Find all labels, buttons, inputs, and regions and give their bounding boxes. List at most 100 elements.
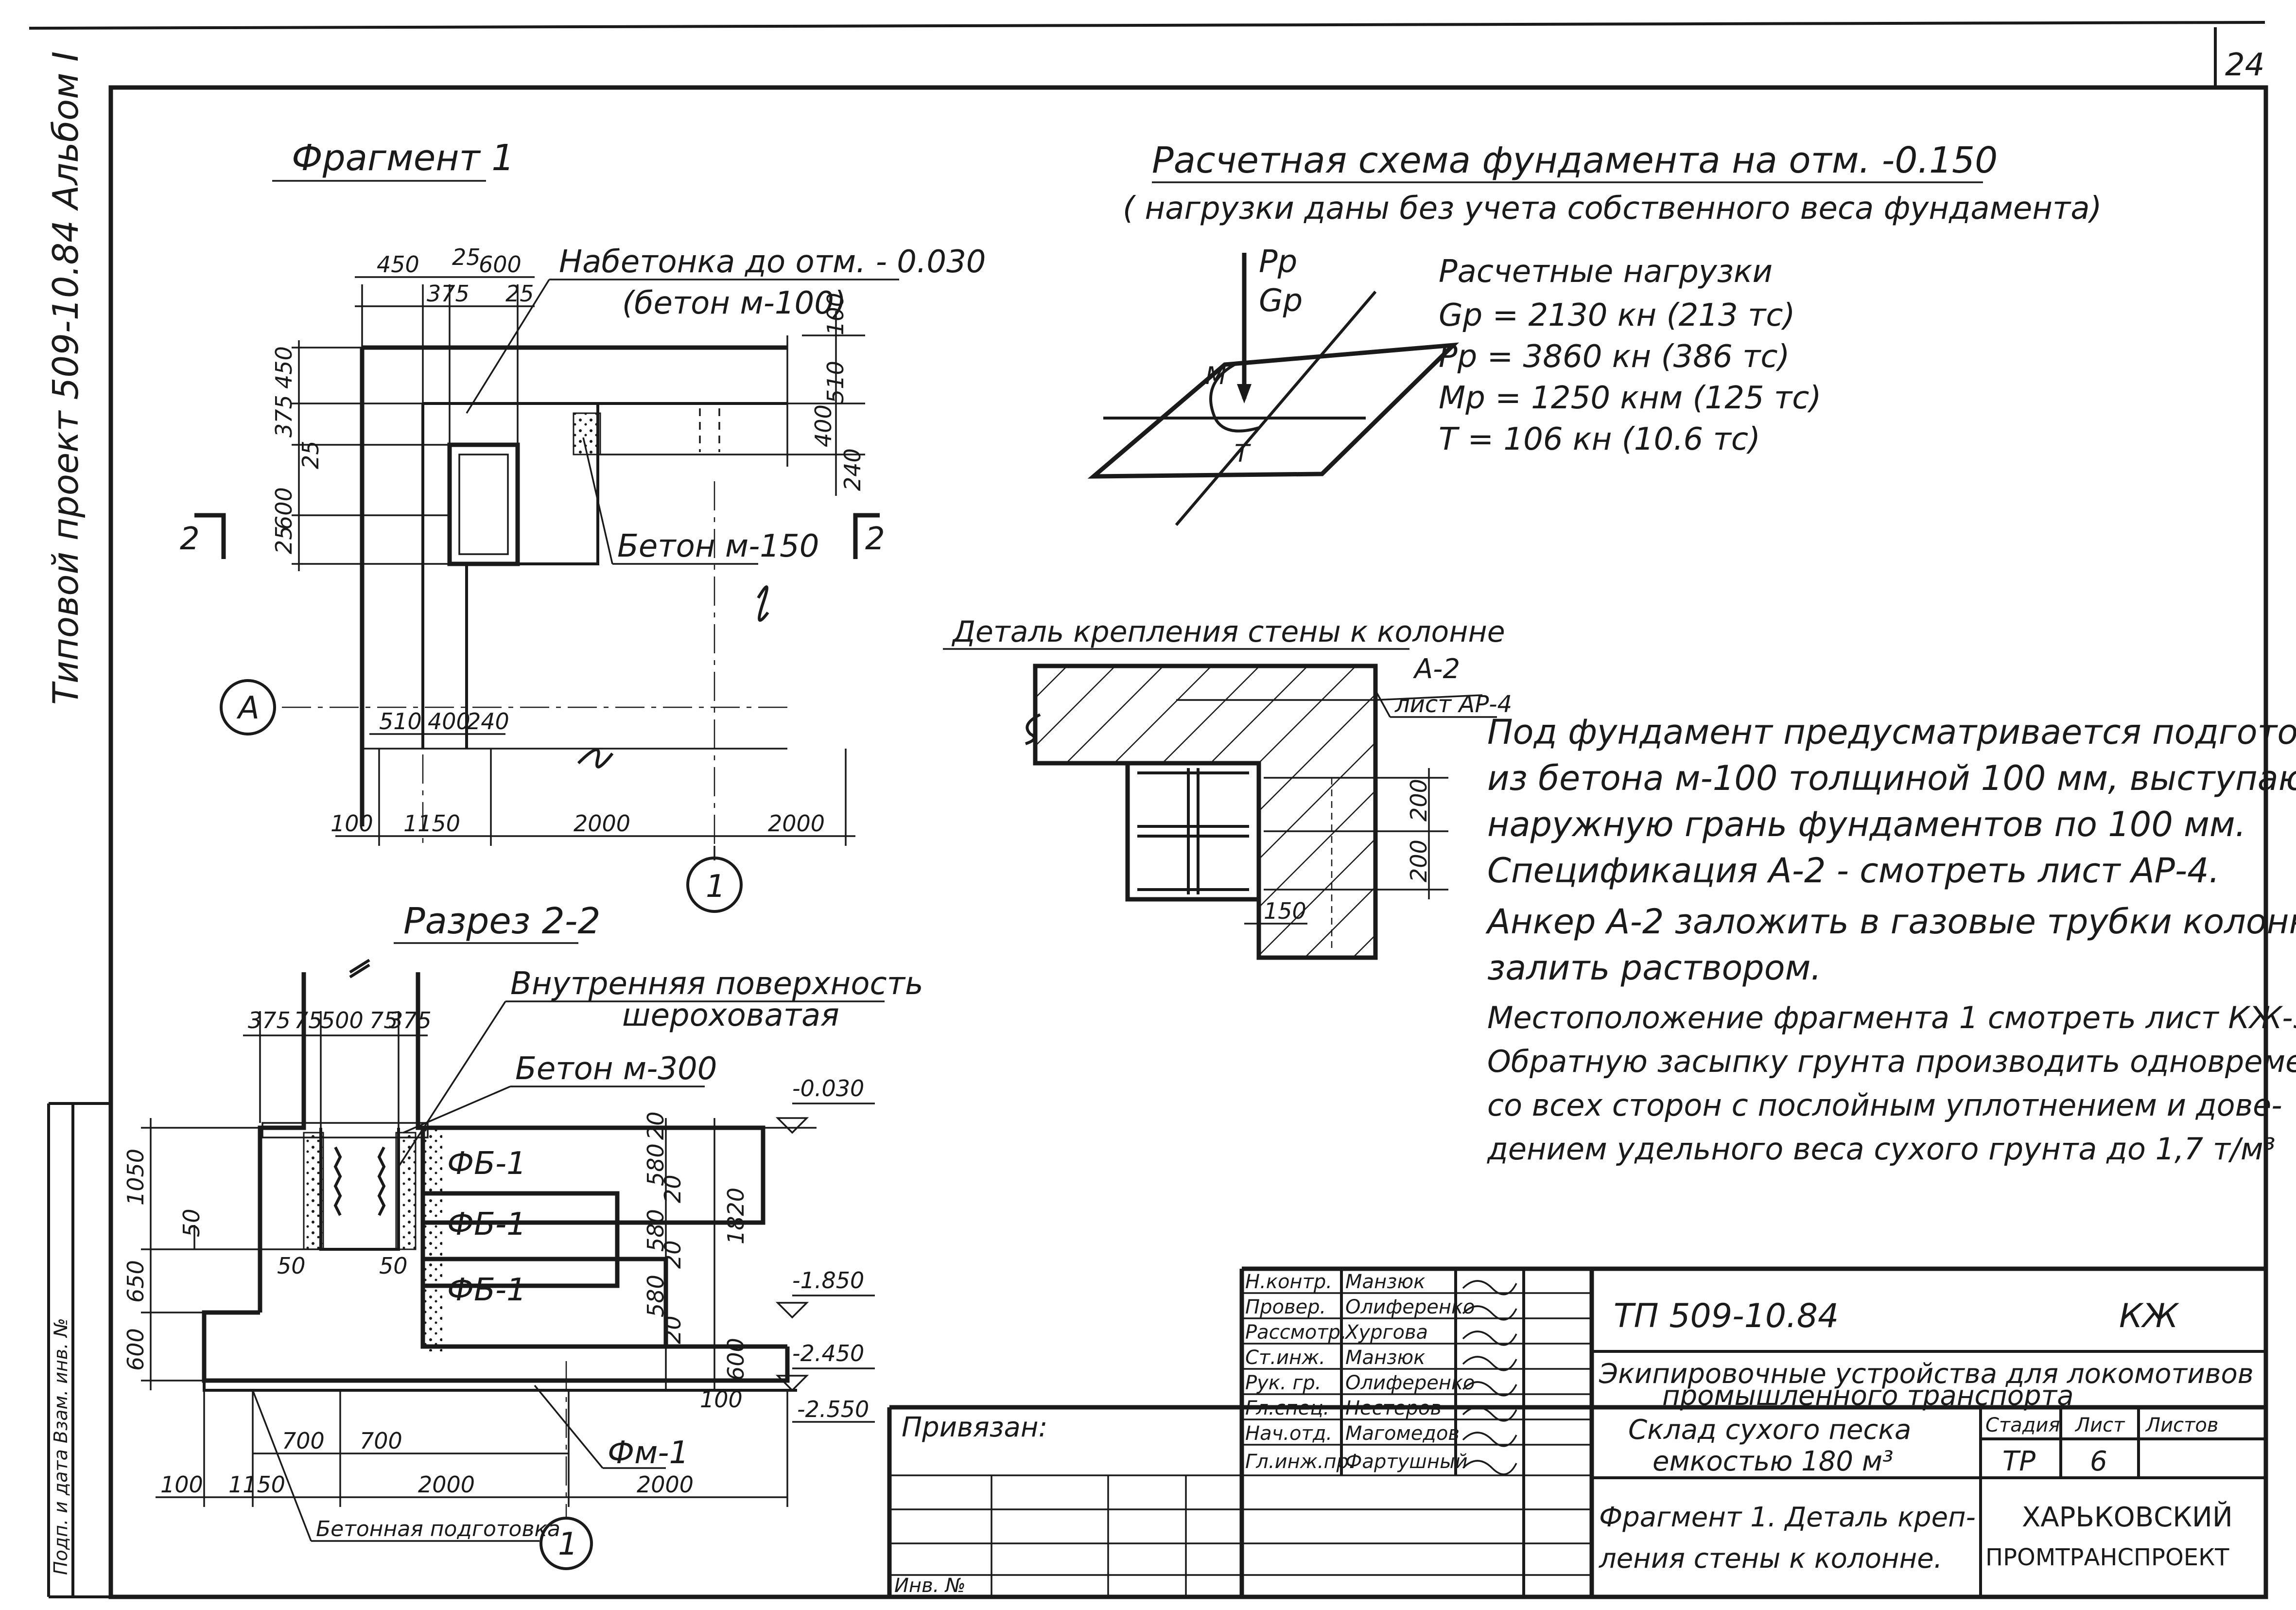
section22-dim-top-2: 500 xyxy=(321,1007,364,1033)
fragment1-label-beton150: Бетон м-150 xyxy=(617,528,819,564)
fragment1-dim-inner-0: 510 xyxy=(379,708,422,735)
fragment1-dim-top-0: 450 xyxy=(377,251,419,278)
tb-object-2: емкостью 180 м³ xyxy=(1652,1446,1894,1477)
section22-dim-top-3: 75 xyxy=(369,1007,398,1033)
tb-privyazan: Привязан: xyxy=(902,1412,1047,1443)
note-line-6: Местоположение фрагмента 1 смотреть лист… xyxy=(1487,1000,2296,1035)
section22-dim-bottom-3: 700 xyxy=(360,1428,402,1454)
scheme-title: Расчетная схема фундамента на отм. -0.15… xyxy=(1152,140,1998,181)
tb-head-sheet: Лист xyxy=(2074,1414,2125,1436)
section22-label-prep: Бетонная подготовка xyxy=(316,1517,560,1541)
section22-view: Разрез 2-2 ФБ-1 ФБ-1 ФБ-1 Внутренняя пов… xyxy=(122,900,923,1570)
section22-dim-left-2: 600 xyxy=(122,1328,149,1371)
tb-sheet: 6 xyxy=(2090,1446,2107,1477)
scheme-load-0: Gp = 2130 кн (213 тс) xyxy=(1439,298,1795,333)
section22-dim-right-6: 20 xyxy=(660,1315,686,1344)
section22-dim-bottom-1: 1150 xyxy=(228,1471,285,1498)
fragment1-label-naberonka: Набетонка до отм. - 0.030 xyxy=(559,244,986,280)
section22-dim-bottom-4: 2000 xyxy=(418,1471,475,1498)
fragment1-dim-top-1: 25 xyxy=(452,244,481,270)
tb-name-4: Олиференко xyxy=(1345,1372,1475,1394)
note-line-3: Спецификация А-2 - смотреть лист АР-4. xyxy=(1487,851,2220,891)
section22-dim-top-0: 375 xyxy=(248,1007,291,1033)
section22-dim-top-1: 75 xyxy=(294,1007,323,1033)
tb-drawing-1: Фрагмент 1. Деталь креп- xyxy=(1599,1502,1976,1533)
scheme-sym-P: Pp xyxy=(1259,244,1297,280)
fragment1-section-left: 2 xyxy=(180,521,200,557)
fragment1-dim-left-4: 25 xyxy=(271,525,297,554)
tb-head-stage: Стадия xyxy=(1985,1414,2060,1436)
tb-name-6: Магомедов xyxy=(1345,1422,1460,1445)
scheme-load-2: Mp = 1250 кнм (125 тс) xyxy=(1439,380,1821,416)
fragment1-axis-A: А xyxy=(236,690,260,726)
tb-signature-marks xyxy=(1462,1280,1517,1475)
fragment1-title: Фрагмент 1 xyxy=(292,137,514,179)
fragment1-dim-inner-1: 400 xyxy=(428,708,470,735)
tb-mark: КЖ xyxy=(2119,1297,2179,1335)
tb-role-2: Рассмотр. xyxy=(1245,1321,1347,1344)
section22-dim-right-4: 20 xyxy=(660,1240,686,1269)
section22-dim-right-1: 580 xyxy=(643,1143,669,1186)
section22-dim-right-2: 20 xyxy=(660,1174,686,1203)
tb-project-code: ТП 509-10.84 xyxy=(1614,1297,1839,1335)
tb-object-1: Склад сухого песка xyxy=(1628,1414,1911,1446)
section22-axis-1: 1 xyxy=(558,1526,578,1562)
tb-role-1: Провер. xyxy=(1245,1296,1326,1318)
tb-inv: Инв. № xyxy=(894,1575,966,1597)
note-line-7: Обратную засыпку грунта производить одно… xyxy=(1487,1044,2296,1079)
section22-dim-small-1: 50 xyxy=(277,1253,306,1279)
fragment1-dim-right-2: 400 xyxy=(810,404,836,447)
section22-dim-bottom-2: 700 xyxy=(282,1428,325,1454)
note-line-4: Анкер А-2 заложить в газовые трубки коло… xyxy=(1485,902,2296,942)
notes-block: Под фундамент предусматривается подготов… xyxy=(1485,712,2296,1167)
tb-head-sheets: Листов xyxy=(2145,1414,2218,1436)
scheme-sym-G: Gp xyxy=(1259,283,1303,319)
section22-level-0: -0.030 xyxy=(792,1075,864,1102)
fragment1-dim-bottom-3: 2000 xyxy=(768,810,825,837)
tb-name-5: Нестеров xyxy=(1345,1397,1442,1419)
section22-level-1: -1.850 xyxy=(792,1267,864,1294)
note-line-2: наружную грань фундаментов по 100 мм. xyxy=(1487,805,2246,844)
scheme-load-3: T = 106 кн (10.6 тс) xyxy=(1439,421,1760,457)
section22-dim-right-0: 20 xyxy=(643,1111,669,1140)
tb-role-4: Рук. гр. xyxy=(1245,1372,1322,1394)
section22-dim-small-0: 50 xyxy=(178,1208,205,1237)
note-line-9: дением удельного веса сухого грунта до 1… xyxy=(1487,1131,2276,1167)
note-line-5: залить раствором. xyxy=(1487,948,1822,988)
section22-dim-1820: 1820 xyxy=(723,1188,749,1244)
section22-label-fm: Фм-1 xyxy=(608,1435,689,1471)
fragment1-section-right: 2 xyxy=(865,521,885,557)
tb-drawing-2: ления стены к колонне. xyxy=(1599,1543,1942,1575)
tb-project-name-1: Экипировочные устройства для локомотивов xyxy=(1599,1358,2254,1390)
tb-role-7: Гл.инж.пр. xyxy=(1245,1451,1355,1473)
tb-role-0: Н.контр. xyxy=(1245,1271,1332,1293)
section22-dim-right-7: 600 xyxy=(723,1338,749,1381)
fragment1-label-beton100: (бетон м-100) xyxy=(622,285,846,321)
detail-dim-2: 150 xyxy=(1264,898,1306,924)
note-line-1: из бетона м-100 толщиной 100 мм, выступа… xyxy=(1487,758,2296,798)
tb-org-1: ХАРЬКОВСКИЙ xyxy=(2022,1501,2233,1533)
fragment1-dim-inner-2: 240 xyxy=(467,708,509,735)
section22-dim-right-5: 580 xyxy=(643,1275,669,1317)
section22-dim-bottom-5: 2000 xyxy=(637,1471,694,1498)
detail-label-sheet: лист АР-4 xyxy=(1394,691,1512,718)
fragment1-dim-bottom-1: 1150 xyxy=(403,810,460,837)
section22-title: Разрез 2-2 xyxy=(403,900,601,942)
tb-role-3: Ст.инж. xyxy=(1245,1347,1325,1369)
section22-dim-left-1: 650 xyxy=(122,1260,149,1303)
detail-dim-1: 200 xyxy=(1406,840,1432,882)
detail-dim-0: 200 xyxy=(1406,779,1432,822)
section22-dim-bottom-0: 100 xyxy=(160,1471,203,1498)
tb-org-2: ПРОМТРАНСПРОЕКТ xyxy=(1985,1544,2229,1571)
tb-name-0: Манзюк xyxy=(1345,1271,1425,1293)
note-line-0: Под фундамент предусматривается подготов… xyxy=(1487,712,2296,752)
fragment1-dim-top-4: 25 xyxy=(505,280,534,307)
section22-block-0: ФБ-1 xyxy=(447,1146,526,1182)
scheme-subtitle: ( нагрузки даны без учета собственного в… xyxy=(1123,191,2102,227)
section22-label-beton300: Бетон м-300 xyxy=(515,1051,717,1087)
tb-name-1: Олиференко xyxy=(1345,1296,1475,1318)
scheme-sym-T: T xyxy=(1235,439,1251,468)
title-block: Н.контр. Манзюк Провер. Олиференко Рассм… xyxy=(887,1266,2266,1597)
section22-dim-small-2: 50 xyxy=(379,1253,408,1279)
